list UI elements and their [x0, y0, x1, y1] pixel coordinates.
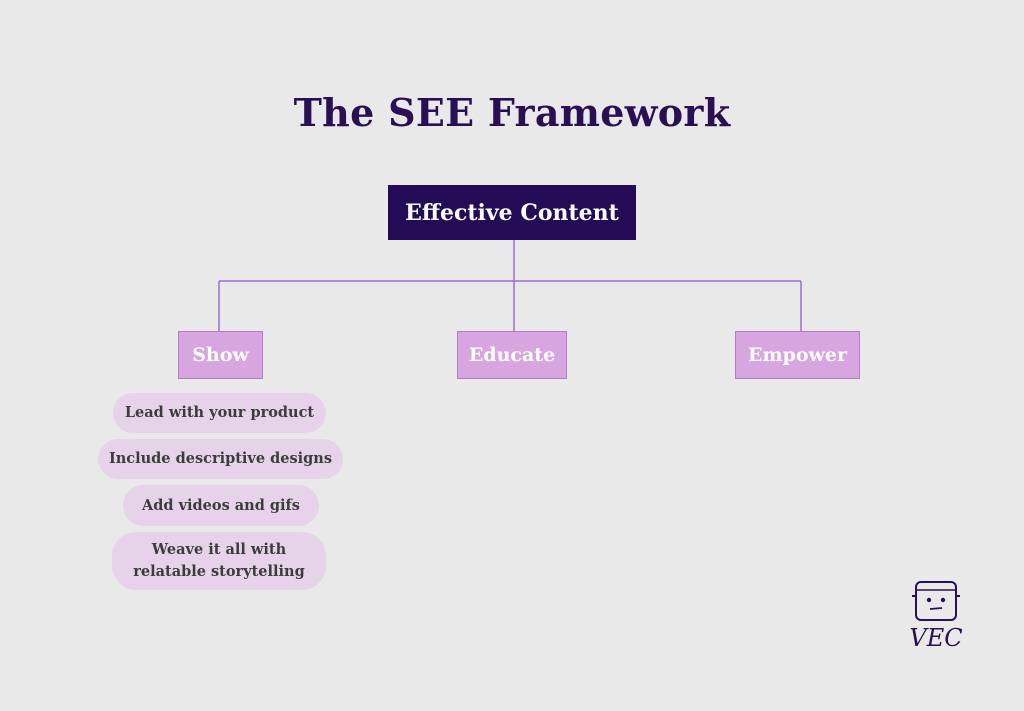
show-item-pill: Lead with your product	[113, 393, 326, 433]
robot-face-icon	[912, 581, 960, 621]
show-item-pill: Weave it all with relatable storytelling	[112, 532, 326, 590]
child-node-educate: Educate	[457, 331, 567, 379]
child-node-show: Show	[178, 331, 263, 379]
show-item-pill: Add videos and gifs	[123, 485, 319, 526]
show-item-pill: Include descriptive designs	[98, 439, 343, 479]
diagram-title: The SEE Framework	[293, 90, 731, 135]
child-node-empower: Empower	[735, 331, 860, 379]
vec-logo: VEC	[908, 580, 964, 658]
root-node-effective-content: Effective Content	[388, 185, 636, 240]
logo-wordmark: VEC	[909, 624, 963, 652]
